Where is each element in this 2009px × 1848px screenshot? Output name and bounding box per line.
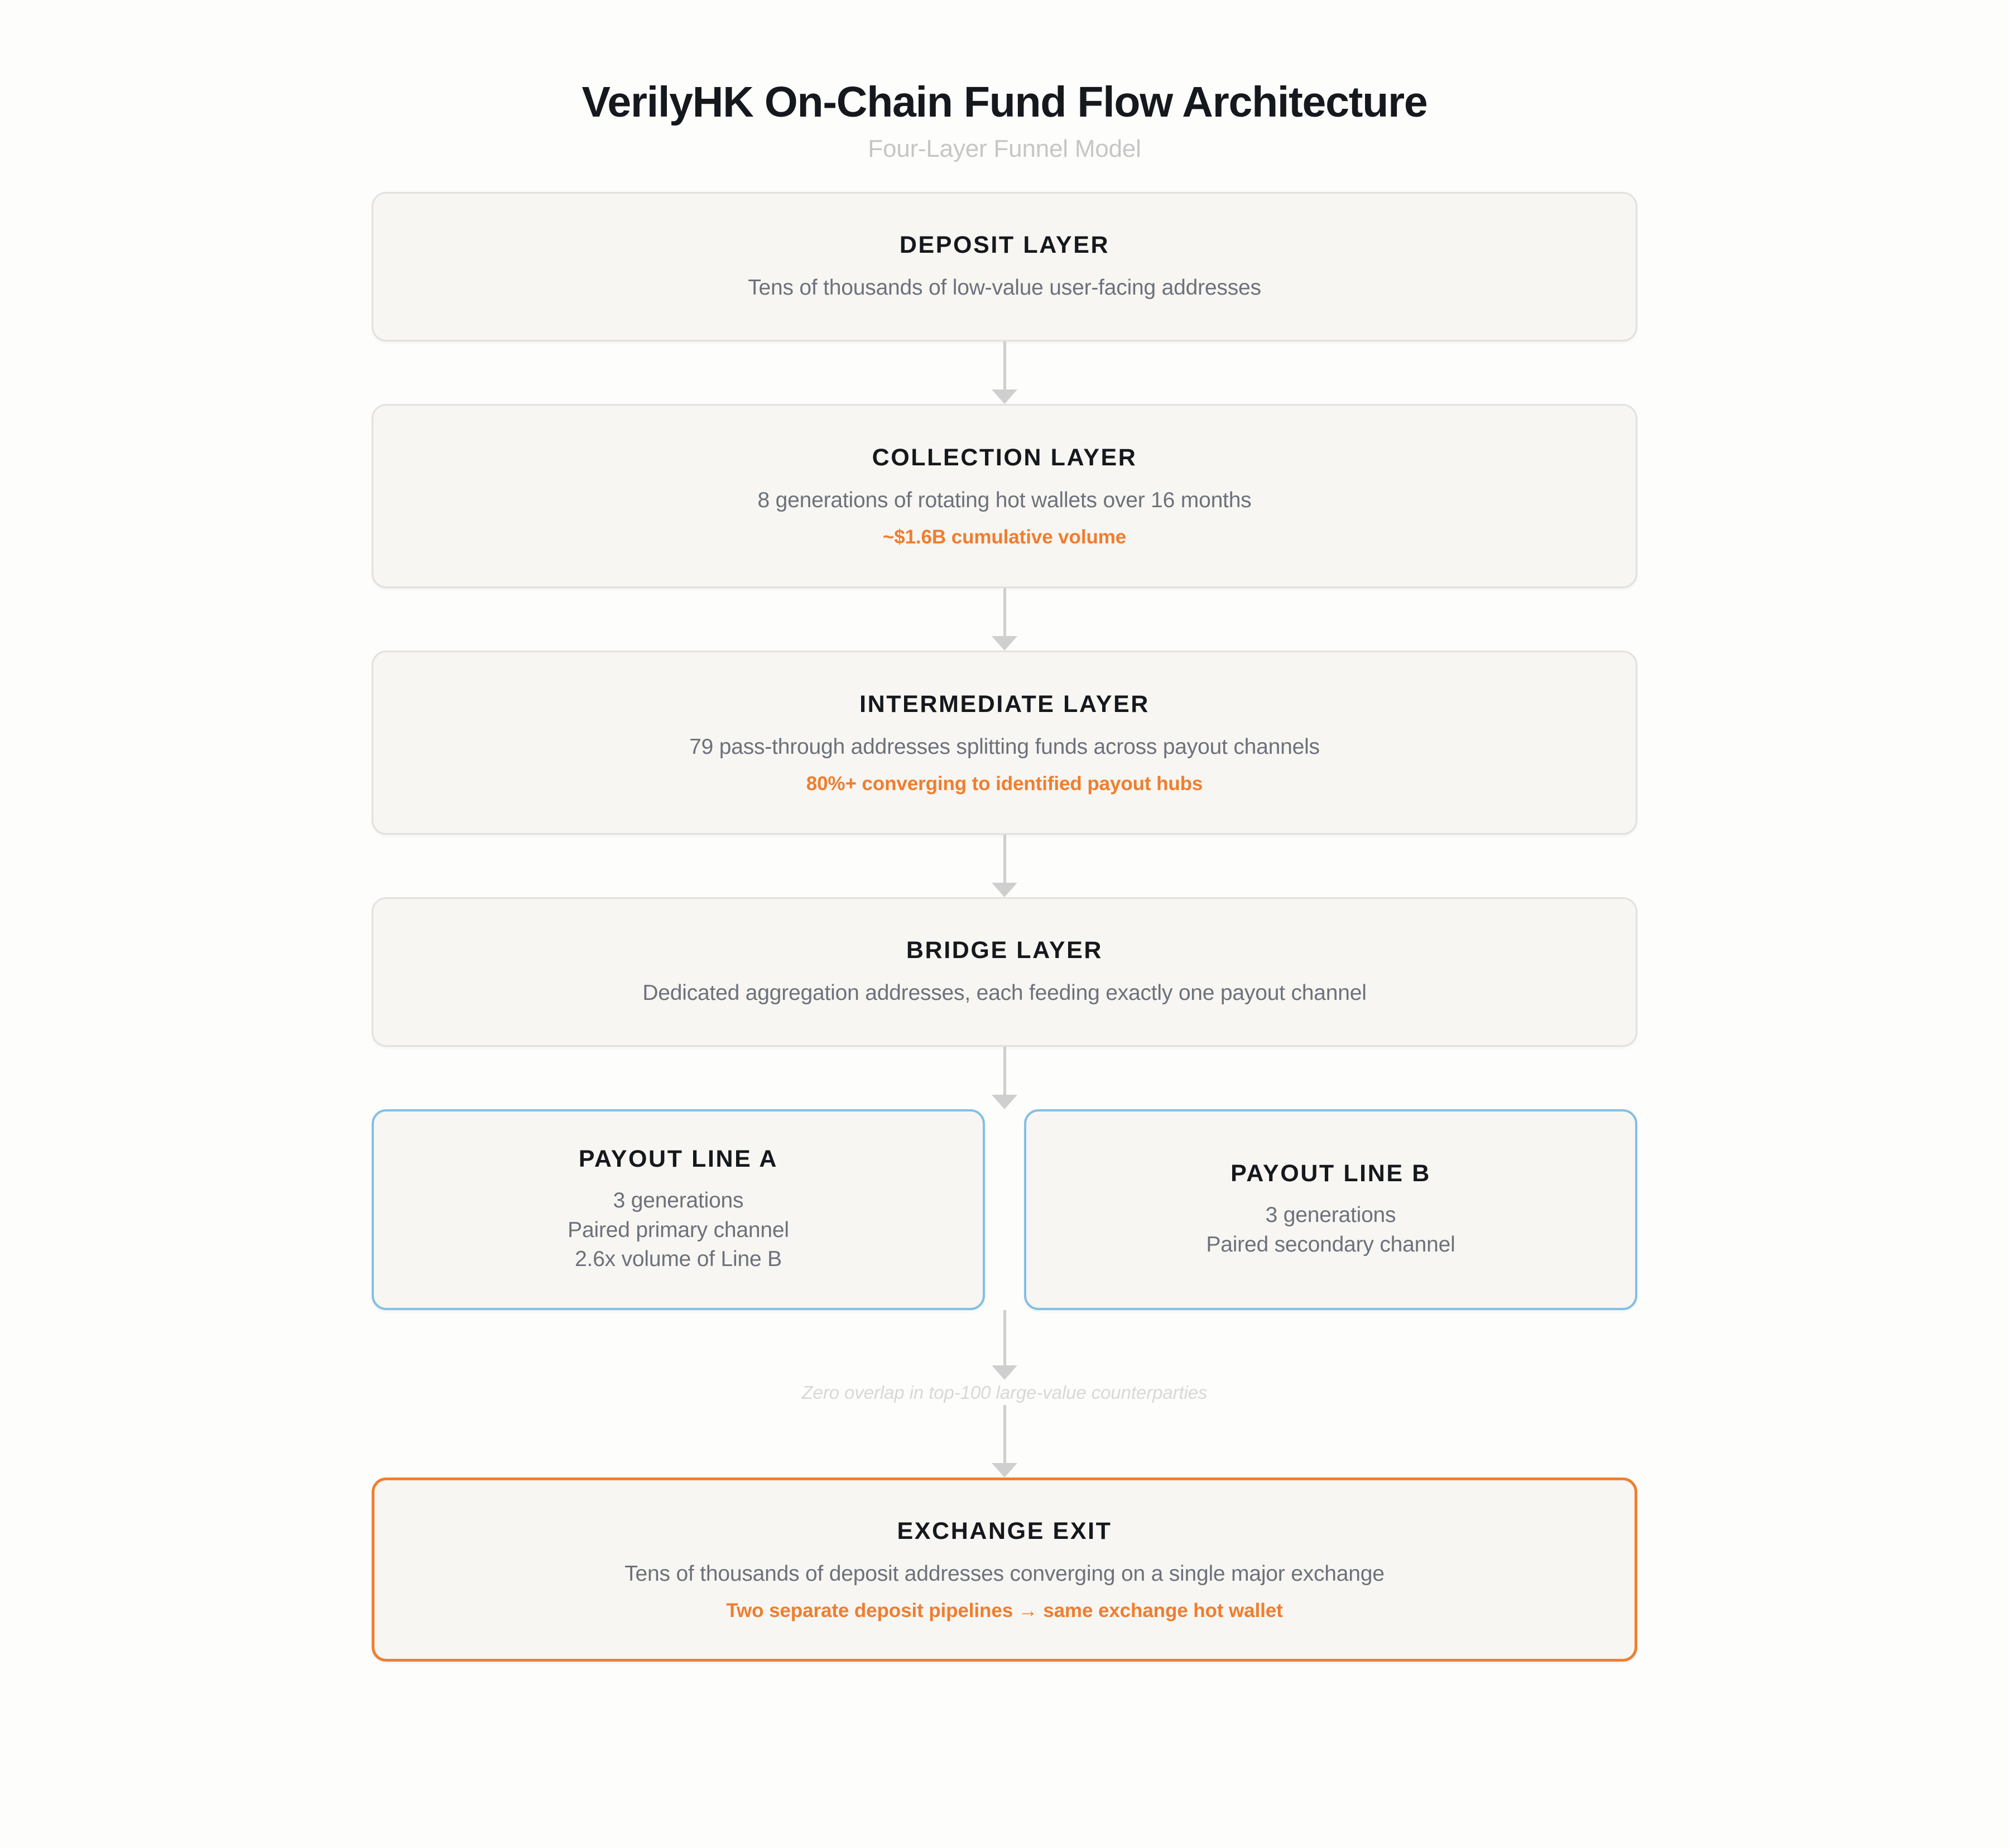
node-description: 79 pass-through addresses splitting fund… [689, 734, 1320, 759]
connector-intermediate-to-bridge [372, 835, 1637, 898]
connector-bridge-to-payout [372, 1047, 1637, 1110]
node-description: 3 generations Paired primary channel 2.6… [568, 1186, 789, 1274]
node-bridge-layer: BRIDGE LAYER Dedicated aggregation addre… [372, 897, 1637, 1047]
connector-stem [1003, 1310, 1006, 1366]
node-description-line: 3 generations [1265, 1203, 1396, 1228]
node-description: 3 generations Paired secondary channel [1206, 1201, 1455, 1259]
arrowhead-down-icon [992, 389, 1017, 405]
node-description-line: 2.6x volume of Line B [575, 1247, 782, 1271]
arrowhead-down-icon [992, 636, 1017, 651]
payout-lines-row: PAYOUT LINE A 3 generations Paired prima… [372, 1109, 1637, 1311]
node-description-line: 3 generations [613, 1188, 744, 1213]
node-collection-layer: COLLECTION LAYER 8 generations of rotati… [372, 404, 1637, 589]
node-description: Dedicated aggregation addresses, each fe… [642, 980, 1367, 1005]
arrowhead-down-icon [992, 1365, 1017, 1380]
node-highlight: 80%+ converging to identified payout hub… [806, 772, 1203, 795]
diagram-header: VerilyHK On-Chain Fund Flow Architecture… [0, 78, 2009, 163]
node-title: PAYOUT LINE B [1231, 1160, 1431, 1187]
node-title: EXCHANGE EXIT [897, 1517, 1112, 1544]
connector-stem [1003, 1047, 1006, 1096]
arrowhead-down-icon [992, 1463, 1017, 1478]
node-highlight: Two separate deposit pipelines → same ex… [726, 1599, 1283, 1621]
node-payout-line-b: PAYOUT LINE B 3 generations Paired secon… [1024, 1109, 1637, 1311]
node-payout-line-a: PAYOUT LINE A 3 generations Paired prima… [372, 1109, 985, 1311]
node-description-line: Paired primary channel [568, 1217, 789, 1242]
arrowhead-down-icon [992, 883, 1017, 898]
connector-deposit-to-collection [372, 341, 1637, 405]
connector-stem [1003, 1405, 1006, 1464]
node-title: INTERMEDIATE LAYER [859, 690, 1150, 718]
node-title: COLLECTION LAYER [872, 444, 1137, 471]
node-description-line: Paired secondary channel [1206, 1232, 1455, 1257]
arrowhead-down-icon [992, 1095, 1017, 1110]
page-subtitle: Four-Layer Funnel Model [868, 135, 1141, 163]
flow-annotation: Zero overlap in top-100 large-value coun… [801, 1382, 1208, 1403]
node-exchange-exit: EXCHANGE EXIT Tens of thousands of depos… [372, 1478, 1637, 1662]
connector-stem [1003, 835, 1006, 884]
node-description: Tens of thousands of low-value user-faci… [748, 275, 1261, 300]
node-description: Tens of thousands of deposit addresses c… [624, 1561, 1385, 1586]
node-intermediate-layer: INTERMEDIATE LAYER 79 pass-through addre… [372, 651, 1637, 835]
node-title: BRIDGE LAYER [906, 936, 1103, 964]
page-title: VerilyHK On-Chain Fund Flow Architecture [581, 78, 1428, 126]
connector-stem [1003, 588, 1006, 637]
node-title: DEPOSIT LAYER [899, 231, 1110, 258]
connector-stem [1003, 341, 1006, 391]
connector-collection-to-intermediate [372, 588, 1637, 651]
node-highlight: ~$1.6B cumulative volume [882, 526, 1127, 548]
connector-annotation-to-exchange [372, 1405, 1637, 1478]
node-deposit-layer: DEPOSIT LAYER Tens of thousands of low-v… [372, 192, 1637, 342]
node-description: 8 generations of rotating hot wallets ov… [757, 488, 1252, 512]
funnel-flow: DEPOSIT LAYER Tens of thousands of low-v… [372, 192, 1637, 1662]
connector-payout-to-annotation [372, 1310, 1637, 1380]
node-title: PAYOUT LINE A [578, 1146, 778, 1173]
